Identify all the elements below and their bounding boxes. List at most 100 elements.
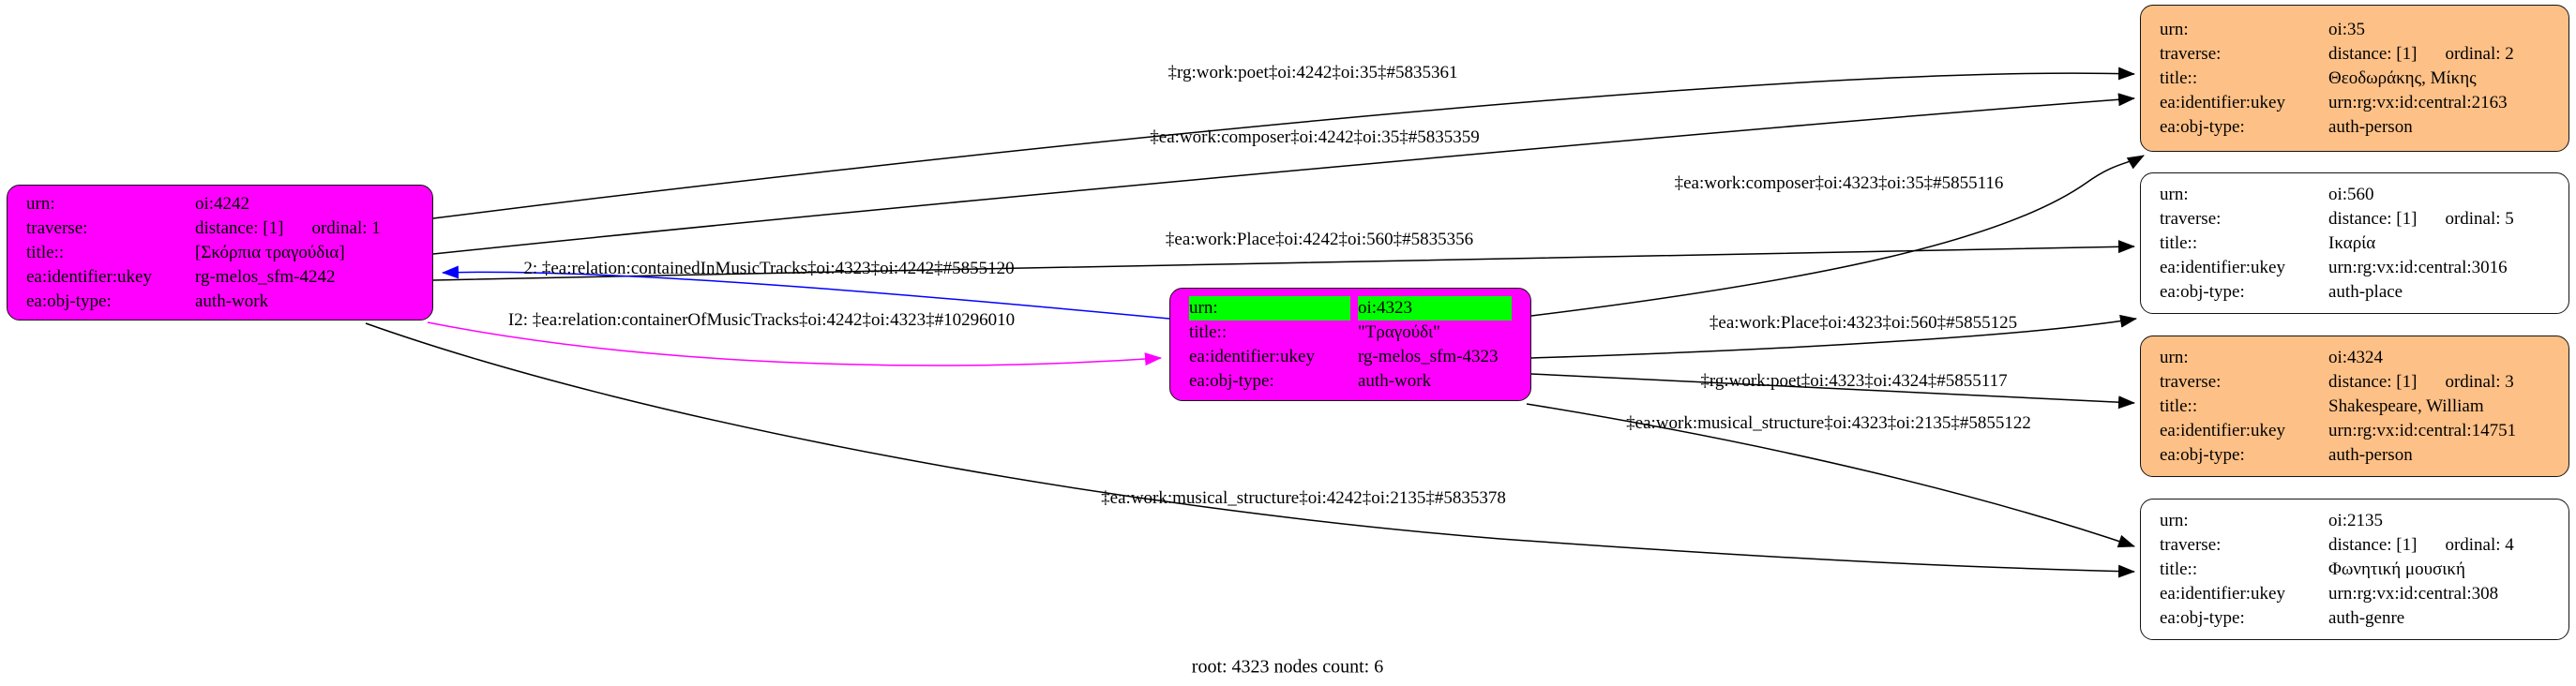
node-row: title::Φωνητική μουσική (2160, 558, 2550, 582)
field-label: ea:obj-type: (1189, 370, 1274, 391)
edge-ea-work-composer-4242-35 (432, 93, 2135, 255)
node-row: ea:identifier:ukey urn:rg:vx:id:central:3… (2160, 582, 2550, 606)
field-label: title:: (2160, 67, 2198, 88)
field-label: urn: (2160, 19, 2189, 39)
node-row: title::Shakespeare, William (2160, 395, 2550, 419)
node-row: urn: oi:4323 (1189, 295, 1512, 321)
field-label: ea:obj-type: (2160, 116, 2245, 137)
field-value: rg-melos_sfm-4242 (195, 266, 336, 287)
field-value: [Σκόρπια τραγούδια] (195, 242, 345, 262)
node-row: ea:obj-type:auth-genre (2160, 606, 2550, 631)
field-value: distance: [1]ordinal: 4 (2328, 534, 2514, 555)
field-label: ea:identifier:ukey (2160, 257, 2285, 277)
edge-label-ea-work-musical-structure-4323-2135: ‡ea:work:musical_structure‡oi:4323‡oi:21… (1626, 413, 2031, 433)
node-row: traverse: distance: [1]ordinal: 3 (2160, 370, 2550, 395)
node-row: ea:identifier:ukey urn:rg:vx:id:central:1… (2160, 419, 2550, 443)
node-row: traverse: distance: [1]ordinal: 2 (2160, 42, 2550, 67)
node-row: urn: oi:4242 (26, 192, 414, 216)
node-row: title::Θεοδωράκης, Μίκης (2160, 67, 2550, 91)
field-value: urn:rg:vx:id:central:3016 (2328, 257, 2508, 277)
field-label: ea:identifier:ukey (1189, 346, 1315, 366)
field-value: auth-work (195, 291, 269, 311)
field-value: distance: [1]ordinal: 2 (2328, 43, 2514, 64)
node-row: ea:obj-type:auth-place (2160, 280, 2550, 305)
field-value: Shakespeare, William (2328, 395, 2484, 416)
edge-label-rg-work-poet-4242-35: ‡rg:work:poet‡oi:4242‡oi:35‡#5835361 (1167, 63, 1458, 82)
field-value: auth-work (1358, 370, 1432, 391)
node-row: ea:obj-type: auth-work (1189, 369, 1512, 394)
edge-rg-work-poet-4242-35 (432, 67, 2135, 219)
field-label: ea:identifier:ukey (26, 266, 152, 287)
field-value: urn:rg:vx:id:central:2163 (2328, 92, 2508, 112)
field-value: oi:35 (2328, 19, 2366, 39)
node-row: ea:identifier:ukey rg-melos_sfm-4323 (1189, 345, 1512, 369)
field-label: urn: (1189, 295, 1350, 321)
node-row: urn: oi:35 (2160, 18, 2550, 42)
edge-ea-work-musical-structure-4323-2135 (1526, 403, 2135, 548)
field-value: distance: [1]ordinal: 5 (2328, 208, 2514, 229)
edge-label-ea-work-place-4242-560: ‡ea:work:Place‡oi:4242‡oi:560‡#5835356 (1165, 230, 1474, 249)
graph-root-caption: root: 4323 nodes count: 6 (1191, 656, 1384, 678)
node-row: title::"Τραγούδι" (1189, 321, 1512, 345)
node-row: urn:oi:2135 (2160, 509, 2550, 533)
node-row: ea:identifier:ukey urn:rg:vx:id:central:2… (2160, 91, 2550, 115)
edge-ea-relation-containerOfMusicTracks-4242-4323 (427, 321, 1162, 366)
edge-ea-work-musical-structure-4242-2135 (365, 322, 2135, 578)
node-row: urn:oi:4324 (2160, 346, 2550, 370)
field-value: auth-place (2328, 281, 2403, 302)
node-row: title::Ικαρία (2160, 231, 2550, 256)
field-value: Φωνητική μουσική (2328, 559, 2465, 579)
field-label: urn: (2160, 184, 2189, 204)
edge-label-ea-relation-containedInMusicTracks-4323-4242: 2: ‡ea:relation:containedInMusicTracks‡o… (523, 259, 1015, 278)
field-value: oi:560 (2328, 184, 2374, 204)
node-row: ea:identifier:ukey rg-melos_sfm-4242 (26, 265, 414, 290)
field-label: ea:obj-type: (2160, 444, 2245, 465)
field-value: Θεοδωράκης, Μίκης (2328, 67, 2477, 88)
field-label: title:: (2160, 395, 2198, 416)
edge-label-rg-work-poet-4323-4324: ‡rg:work:poet‡oi:4323‡oi:4324‡#5855117 (1700, 371, 2008, 391)
field-label: traverse: (2160, 43, 2222, 64)
field-value: auth-person (2328, 116, 2413, 137)
field-label: title:: (2160, 232, 2198, 253)
edge-label-ea-work-musical-structure-4242-2135: ‡ea:work:musical_structure‡oi:4242‡oi:21… (1101, 488, 1506, 508)
node-row: ea:obj-type: auth-person (2160, 443, 2550, 468)
field-label: ea:identifier:ukey (2160, 92, 2285, 112)
node-row: ea:obj-type: auth-work (26, 290, 414, 314)
field-label: ea:obj-type: (26, 291, 112, 311)
node-oi-35[interactable]: urn: oi:35 traverse: distance: [1]ordinal: … (2140, 5, 2569, 152)
field-value: distance: [1]ordinal: 3 (2328, 371, 2514, 392)
field-label: ea:identifier:ukey (2160, 420, 2285, 440)
field-label: urn: (26, 193, 55, 214)
field-value: auth-person (2328, 444, 2413, 465)
field-value: oi:4242 (195, 193, 250, 214)
field-value: urn:rg:vx:id:central:308 (2328, 583, 2499, 604)
edge-ea-relation-containedInMusicTracks-4323-4242 (442, 265, 1170, 320)
edge-rg-work-poet-4323-4324 (1530, 373, 2135, 410)
node-row: urn: oi:560 (2160, 183, 2550, 207)
node-row: traverse: distance: [1]ordinal: 5 (2160, 207, 2550, 231)
field-label: urn: (2160, 347, 2189, 367)
node-oi-560[interactable]: urn: oi:560 traverse: distance: [1]ordinal:… (2140, 172, 2569, 314)
edge-label-ea-relation-containerOfMusicTracks-4242-4323: I2: ‡ea:relation:containerOfMusicTracks‡… (507, 310, 1016, 330)
field-label: traverse: (2160, 371, 2222, 392)
field-value: "Τραγούδι" (1358, 321, 1440, 342)
field-label: title:: (26, 242, 65, 262)
edge-label-ea-work-place-4323-560: ‡ea:work:Place‡oi:4323‡oi:560‡#5855125 (1709, 313, 2018, 333)
field-value: rg-melos_sfm-4323 (1358, 346, 1499, 366)
field-value: distance: [1]ordinal: 1 (195, 217, 381, 238)
field-value: oi:4323 (1358, 295, 1512, 321)
node-row: title::[Σκόρπια τραγούδια] (26, 241, 414, 265)
node-row: ea:identifier:ukey urn:rg:vx:id:central:3… (2160, 256, 2550, 280)
field-label: urn: (2160, 510, 2189, 530)
node-row: traverse:distance: [1]ordinal: 1 (26, 216, 414, 241)
field-value: urn:rg:vx:id:central:14751 (2328, 420, 2517, 440)
field-label: ea:identifier:ukey (2160, 583, 2285, 604)
field-label: traverse: (2160, 208, 2222, 229)
node-row: ea:obj-type: auth-person (2160, 115, 2550, 140)
field-label: traverse: (2160, 534, 2222, 555)
